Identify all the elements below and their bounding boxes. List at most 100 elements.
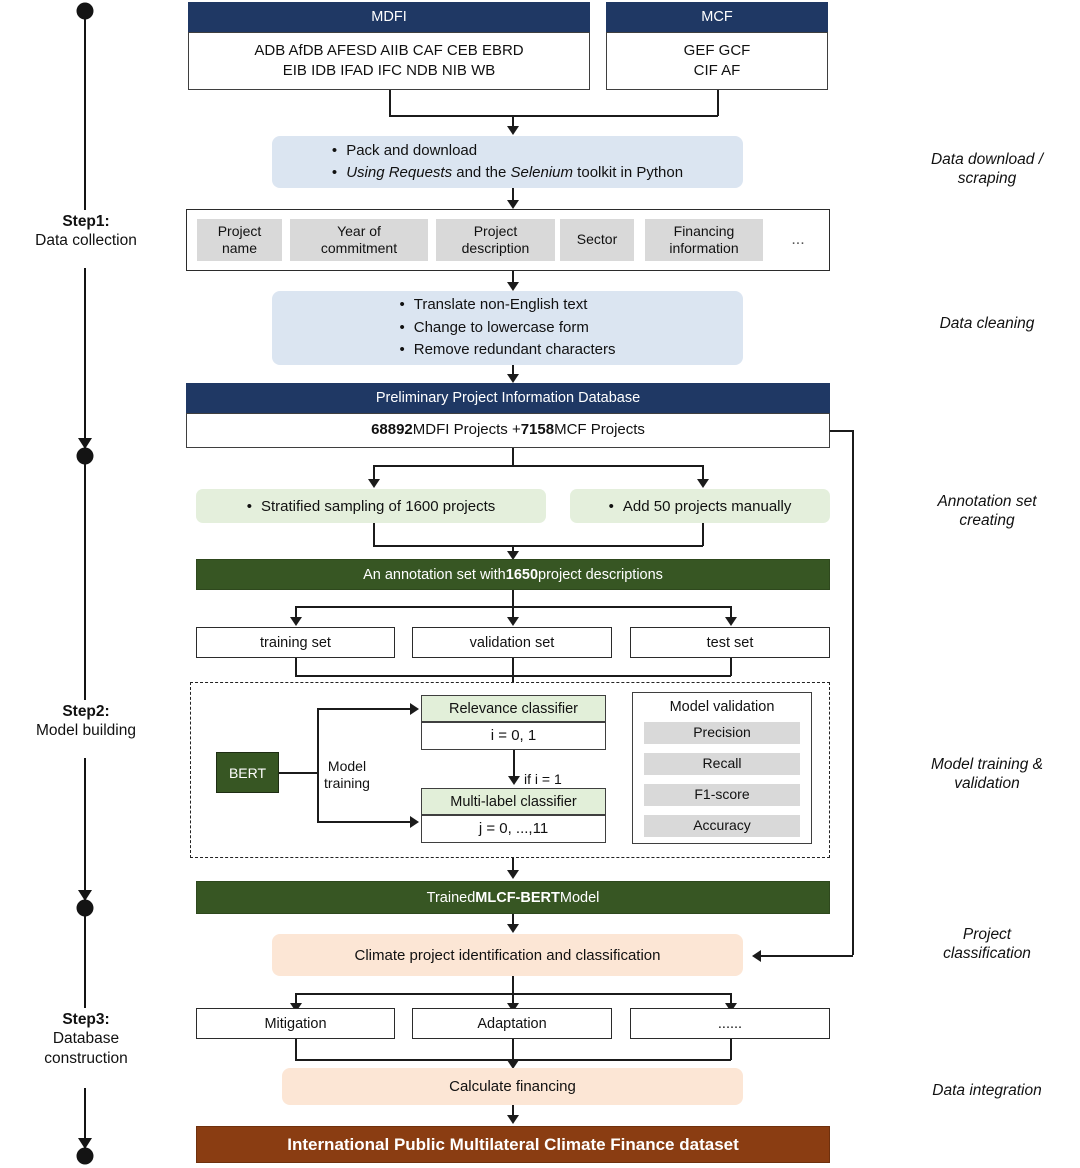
side-note-5-line1: Data integration <box>932 1082 1042 1099</box>
connector-bert-to-multilabel <box>317 821 413 823</box>
connector-cleaning-db <box>512 365 514 379</box>
arrow-to-mitigation <box>290 1003 302 1012</box>
connector-bert-out <box>279 772 318 774</box>
step3-label-backdrop <box>10 1008 170 1088</box>
metric-accuracy: Accuracy <box>644 815 800 837</box>
arrow-if-i-equals-1 <box>508 776 520 785</box>
database-count-mcf-label: MCF Projects <box>554 421 645 439</box>
mdfi-line-2: EIB IDB IFAD IFC NDB NIB WB <box>282 62 496 79</box>
timeline-dot-3 <box>76 1147 94 1165</box>
step-label-3: Step3: Database construction <box>1 1010 171 1068</box>
manual-add-box: Add 50 projects manually <box>570 489 830 523</box>
database-counts: 68892 MDFI Projects + 7158 MCF Projects <box>186 413 830 448</box>
timeline-arrow-3 <box>78 1138 92 1149</box>
arrow-to-trained-model <box>507 870 519 879</box>
step3-subtitle-line2: construction <box>44 1049 128 1067</box>
step1-label-backdrop <box>10 210 170 268</box>
download-bullet-2-em1: Using Requests <box>346 164 453 181</box>
download-step-box: Pack and download Using Requests and the… <box>272 136 743 188</box>
timeline-arrow-2 <box>78 890 92 901</box>
model-building-region <box>190 682 830 858</box>
model-training-line2: training <box>324 774 370 791</box>
connector-relevance-to-multilabel <box>513 750 515 779</box>
arrow-to-download <box>507 126 519 135</box>
side-note-annotation-set: Annotation set creating <box>898 492 1076 531</box>
connector-category-mitigation <box>295 993 297 1006</box>
category-other: ...... <box>630 1008 830 1039</box>
timeline-dot-2 <box>76 899 94 917</box>
side-note-3-line1: Model training & <box>930 756 1043 773</box>
mcf-body: GEF GCF CIF AF <box>606 32 828 90</box>
connector-sources-merge <box>389 115 718 117</box>
field-4-line1: Financing <box>673 222 735 239</box>
step2-title: Step2: <box>62 703 110 720</box>
field-2-line2: description <box>461 240 530 256</box>
field-0-line2: name <box>221 240 258 256</box>
mdfi-header: MDFI <box>188 2 590 32</box>
timeline-arrow-1 <box>78 438 92 449</box>
metric-f1-score: F1-score <box>644 784 800 806</box>
arrow-to-test-set <box>725 617 737 626</box>
connector-category-other <box>730 993 732 1006</box>
arrow-feedback-into-classification <box>752 950 761 962</box>
field-financing-information: Financing information <box>645 219 763 261</box>
connector-mitigation-down <box>295 1039 297 1060</box>
bert-node: BERT <box>216 752 279 793</box>
connector-mdfi-down <box>389 90 391 116</box>
connector-classification-split <box>512 976 514 994</box>
arrow-to-manual <box>697 479 709 488</box>
connector-validation-down <box>512 658 514 682</box>
connector-bert-vertical <box>317 708 319 823</box>
download-bullet-1: Pack and download <box>332 140 683 163</box>
cleaning-bullet-3: Remove redundant characters <box>399 339 616 362</box>
connector-mcf-down <box>717 90 719 116</box>
condition-label: if i = 1 <box>524 771 562 787</box>
database-count-mdfi-label: MDFI Projects + <box>412 421 521 439</box>
side-note-data-integration: Data integration <box>898 1081 1076 1100</box>
timeline-dot-1 <box>76 447 94 465</box>
arrow-into-multilabel <box>410 816 419 828</box>
cleaning-step-box: Translate non-English text Change to low… <box>272 291 743 365</box>
category-adaptation: Adaptation <box>412 1008 612 1039</box>
arrow-to-other <box>725 1003 737 1012</box>
download-step-bullets: Pack and download Using Requests and the… <box>332 140 683 185</box>
final-dataset-box: International Public Multilateral Climat… <box>196 1126 830 1163</box>
connector-db-split <box>512 448 514 466</box>
mcf-header: MCF <box>606 2 828 32</box>
feedback-line-vertical <box>852 430 854 955</box>
manual-add-bullets: Add 50 projects manually <box>570 498 830 515</box>
mcf-line-1: GEF GCF <box>683 41 751 59</box>
field-3-line1: Sector <box>576 231 618 248</box>
model-validation-title: Model validation <box>669 699 775 715</box>
database-header: Preliminary Project Information Database <box>186 383 830 413</box>
arrow-to-validation-set <box>507 617 519 626</box>
field-0-line1: Project <box>217 222 262 239</box>
connector-annotation-sets <box>512 590 514 607</box>
step1-subtitle: Data collection <box>35 232 137 250</box>
multilabel-classifier-header: Multi-label classifier <box>421 788 606 815</box>
stratified-sampling-box: Stratified sampling of 1600 projects <box>196 489 546 523</box>
cleaning-bullet-2: Change to lowercase form <box>399 317 615 340</box>
test-set-box: test set <box>630 627 830 658</box>
metric-recall: Recall <box>644 753 800 775</box>
arrow-into-relevance <box>410 703 419 715</box>
arrow-to-calculate <box>507 1060 519 1069</box>
feedback-line-top <box>830 430 854 432</box>
connector-fields-cleaning <box>512 271 514 288</box>
calculate-financing-box: Calculate financing <box>282 1068 743 1105</box>
side-note-1-line1: Data cleaning <box>939 315 1035 332</box>
annotation-set-box: An annotation set with 1650 project desc… <box>196 559 830 590</box>
annotation-set-count: 1650 <box>505 566 539 583</box>
side-note-2-line2: creating <box>959 512 1015 530</box>
connector-category-adaptation <box>512 993 514 1006</box>
field-4-line2: information <box>669 240 739 256</box>
trained-suffix: Model <box>559 889 600 906</box>
step-label-2: Step2: Model building <box>1 702 171 741</box>
manual-add-text: Add 50 projects manually <box>609 498 791 515</box>
arrow-to-fields <box>507 200 519 209</box>
arrow-to-database <box>507 374 519 383</box>
arrow-to-training-set <box>290 617 302 626</box>
annotation-set-prefix: An annotation set with <box>363 566 506 583</box>
connector-annotation-merge <box>373 545 703 547</box>
